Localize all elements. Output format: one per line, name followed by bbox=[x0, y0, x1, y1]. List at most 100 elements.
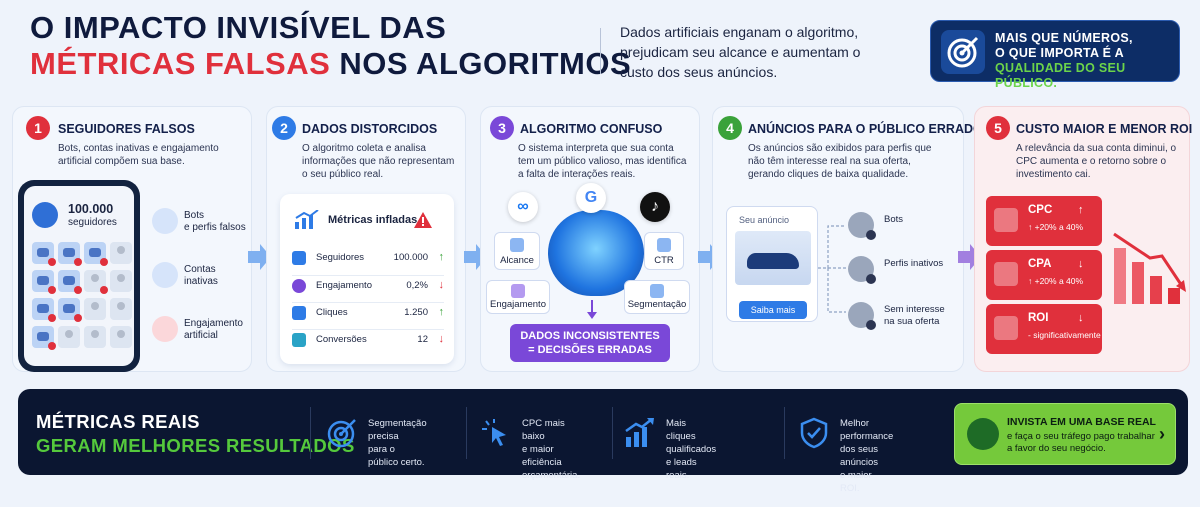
legend-sublabel: inativas bbox=[184, 276, 218, 287]
audience-sublabel: na sua oferta bbox=[884, 316, 940, 327]
arrow-down-icon: ↓ bbox=[1078, 258, 1084, 270]
panel-desc-3: O sistema interpreta que sua conta tem u… bbox=[518, 143, 687, 180]
tag-ctr: CTR bbox=[644, 232, 684, 270]
warning-icon bbox=[414, 212, 432, 228]
avatar bbox=[32, 202, 58, 228]
title-rest: NOS ALGORITMOS bbox=[339, 46, 632, 81]
metric-row: Engajamento 0,2% ↓ bbox=[292, 275, 444, 297]
panel-desc-5: A relevância da sua conta diminui, o CPC… bbox=[1016, 143, 1177, 180]
metric-label: Engajamento bbox=[316, 280, 372, 291]
step-number-1: 1 bbox=[26, 116, 50, 140]
trend-up-icon: ↑ bbox=[438, 251, 445, 263]
benefit-line: e maior ROI. bbox=[840, 470, 872, 494]
badge-line1: MAIS QUE NÚMEROS, bbox=[995, 31, 1133, 45]
benefit-line: Melhor performance bbox=[840, 418, 894, 442]
banner-title: MÉTRICAS REAIS bbox=[36, 411, 200, 432]
legend-label: Contas bbox=[184, 264, 216, 275]
arrow-down-icon: ↓ bbox=[1078, 312, 1084, 324]
legend-sublabel: artificial bbox=[184, 330, 218, 341]
bot-avatar bbox=[84, 242, 108, 266]
benefit-line: dos seus anúncios bbox=[840, 444, 879, 468]
step-number-2: 2 bbox=[272, 116, 296, 140]
tiktok-logo-icon: ♪ bbox=[640, 192, 670, 222]
bot-avatar bbox=[32, 298, 56, 322]
bot-avatar bbox=[58, 242, 82, 266]
arrow-right-icon bbox=[248, 244, 271, 270]
cost-label: CPA bbox=[1028, 258, 1052, 270]
tag-label: Engajamento bbox=[490, 299, 546, 310]
benefit-line: e leads reais. bbox=[666, 457, 697, 481]
result-line2: = DECISÕES ERRADAS bbox=[528, 344, 652, 356]
benefit-line: Segmentação precisa bbox=[368, 418, 427, 442]
inconsistent-data-box: DADOS INCONSISTENTES = DECISÕES ERRADAS bbox=[510, 324, 670, 362]
robot-icon bbox=[152, 208, 178, 234]
person-cost-icon bbox=[994, 262, 1018, 286]
ad-preview-card: Seu anúncio Saiba mais bbox=[726, 206, 818, 322]
cost-label: ROI bbox=[1028, 312, 1049, 324]
panel-desc-2: O algoritmo coleta e analisa informações… bbox=[302, 143, 455, 180]
title-highlight: MÉTRICAS FALSAS bbox=[30, 46, 331, 81]
inactive-avatar bbox=[110, 242, 132, 264]
audience-label: Perfis inativos bbox=[884, 258, 944, 269]
arrow-up-icon: ↑ bbox=[1078, 204, 1084, 216]
metric-value: 12 bbox=[417, 334, 428, 345]
metric-row: Conversões 12 ↓ bbox=[292, 329, 444, 351]
google-logo-icon: G bbox=[576, 183, 606, 213]
cost-card-cpc: CPC ↑ ↑ +20% a 40% bbox=[986, 196, 1102, 246]
chart-up-icon bbox=[295, 210, 319, 229]
metrics-title: Métricas infladas bbox=[328, 214, 418, 226]
phone-mockup: 100.000 seguidores bbox=[18, 180, 140, 372]
inactive-avatar bbox=[84, 326, 106, 348]
target-icon bbox=[327, 419, 356, 448]
panel-desc-4: Os anúncios são exibidos para perfis que… bbox=[748, 143, 932, 180]
benefit-line: Mais cliques qualificados bbox=[666, 418, 717, 455]
people-group-icon bbox=[967, 418, 999, 450]
cursor-icon bbox=[657, 238, 671, 252]
metric-value: 0,2% bbox=[406, 280, 428, 291]
banner-subtitle: GERAM MELHORES RESULTADOS bbox=[36, 435, 355, 456]
cost-sub: ↑ +20% a 40% bbox=[1028, 222, 1084, 232]
metric-value: 1.250 bbox=[404, 307, 428, 318]
tag-label: Alcance bbox=[500, 255, 534, 266]
bot-avatar bbox=[58, 270, 82, 294]
banner-divider bbox=[612, 407, 613, 459]
follower-count-label: seguidores bbox=[68, 217, 117, 228]
cost-card-cpa: CPA ↓ ↑ +20% a 40% bbox=[986, 250, 1102, 300]
banner-divider bbox=[784, 407, 785, 459]
audience-label: Bots bbox=[884, 214, 904, 225]
page-title-line1: O IMPACTO INVISÍVEL DAS bbox=[30, 10, 447, 45]
metric-label: Conversões bbox=[316, 334, 367, 345]
arrow-down-icon bbox=[587, 300, 597, 319]
trend-down-icon: ↓ bbox=[438, 279, 445, 291]
step-number-4: 4 bbox=[718, 116, 742, 140]
metric-value: 100.000 bbox=[393, 252, 428, 263]
target-icon bbox=[650, 284, 664, 298]
person-x-icon bbox=[848, 256, 876, 284]
chart-up-icon bbox=[625, 418, 654, 447]
shoe-image bbox=[735, 231, 811, 285]
inactive-avatar bbox=[58, 326, 80, 348]
badge-line3: QUALIDADE DO SEU PÚBLICO. bbox=[995, 61, 1126, 90]
cta-title: INVISTA EM UMA BASE REAL bbox=[1007, 416, 1156, 428]
metric-label: Cliques bbox=[316, 307, 348, 318]
learn-more-button[interactable]: Saiba mais bbox=[739, 301, 807, 319]
cursor-icon bbox=[292, 306, 306, 320]
legend-label: Engajamento bbox=[184, 318, 243, 329]
bot-avatar bbox=[58, 298, 82, 322]
tag-segmentation: Segmentação bbox=[624, 280, 690, 314]
tag-label: Segmentação bbox=[627, 299, 687, 310]
cost-sub: - significativamente bbox=[1028, 330, 1101, 340]
benefit-line: e maior eficiência bbox=[522, 444, 562, 468]
panel-title-2: DADOS DISTORCIDOS bbox=[302, 122, 438, 136]
banner-divider bbox=[310, 407, 311, 459]
bot-avatar bbox=[32, 326, 56, 350]
chart-icon bbox=[510, 238, 524, 252]
ad-label: Seu anúncio bbox=[739, 215, 790, 225]
cost-sub: ↑ +20% a 40% bbox=[1028, 276, 1084, 286]
step-number-5: 5 bbox=[986, 116, 1010, 140]
benefit-line: para o público certo. bbox=[368, 444, 425, 468]
invest-real-base-cta[interactable]: INVISTA EM UMA BASE REAL e faça o seu tr… bbox=[954, 403, 1176, 465]
tag-reach: Alcance bbox=[494, 232, 540, 270]
cost-label: CPC bbox=[1028, 204, 1053, 216]
page-subtitle: Dados artificiais enganam o algoritmo, p… bbox=[620, 24, 861, 80]
